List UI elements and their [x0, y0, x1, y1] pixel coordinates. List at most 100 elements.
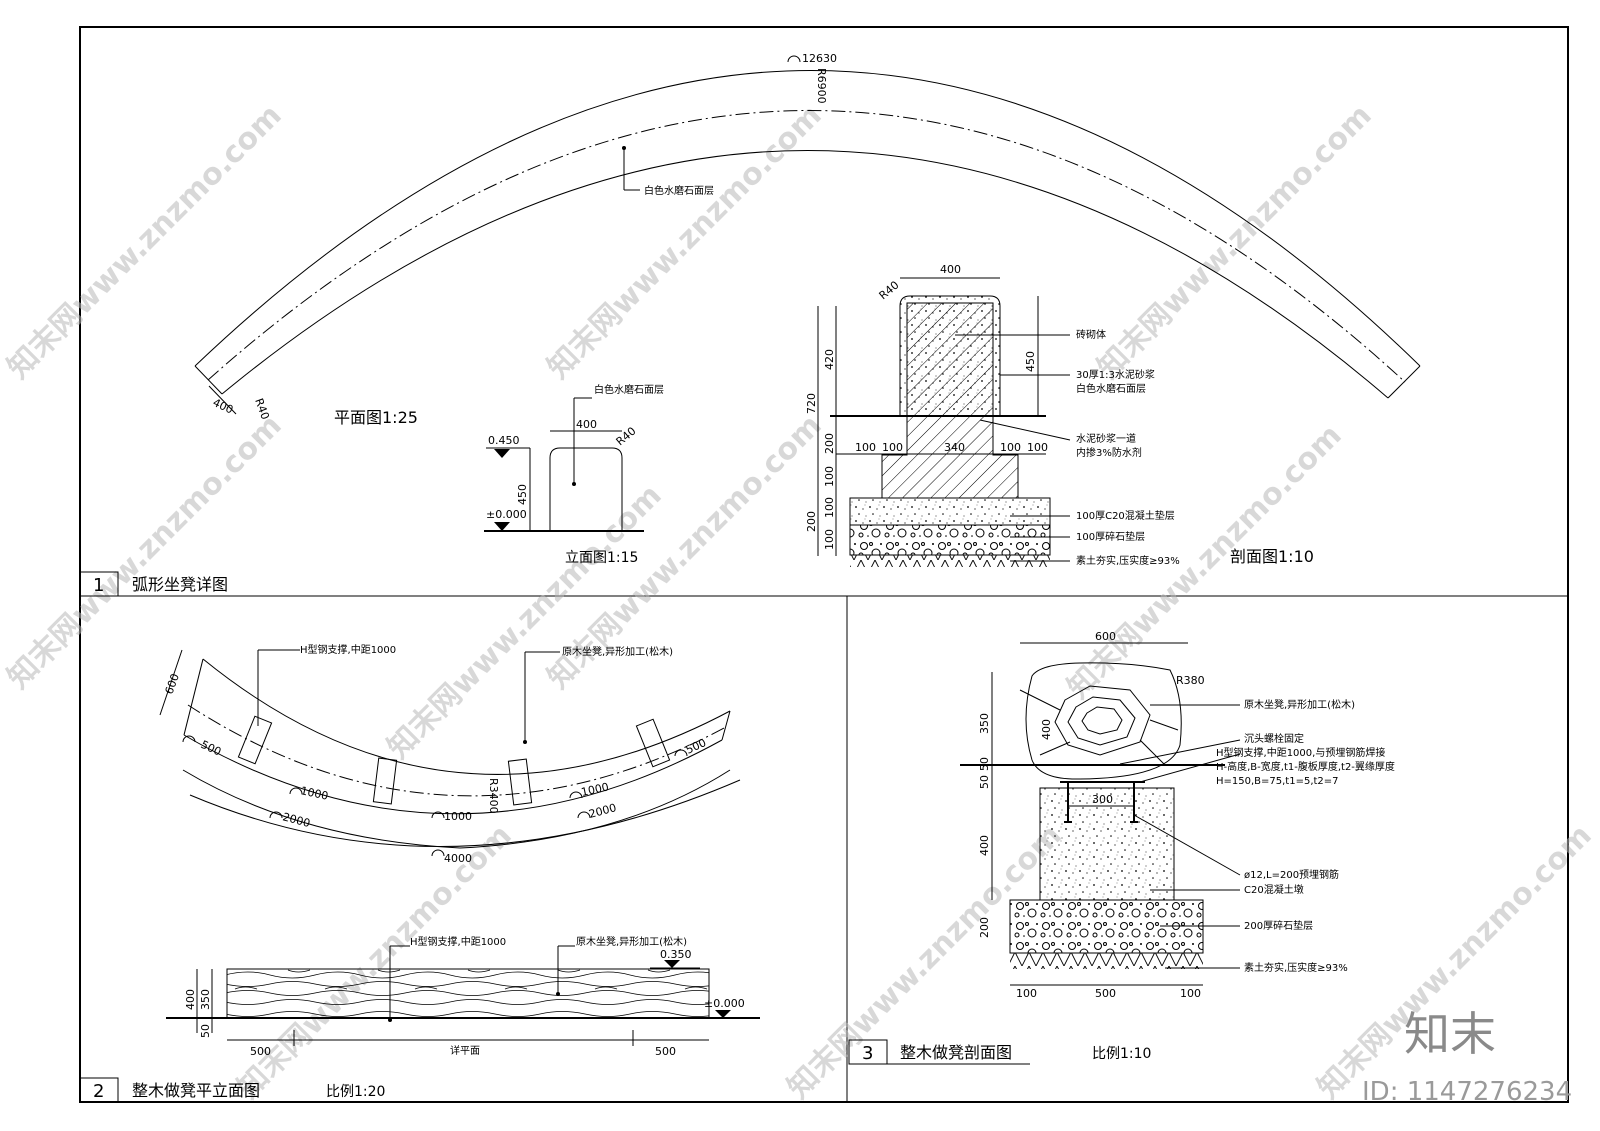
log-plan-dim: 2000: [587, 801, 617, 821]
elevation-ground-level: ±0.000: [486, 508, 527, 521]
log-section-dim: 50: [978, 757, 991, 771]
watermark-text: 知末网www.znzmo.com: [1311, 818, 1599, 1106]
section-base-dim: 100: [1027, 441, 1048, 454]
log-section-note: 原木坐凳,异形加工(松木): [1244, 698, 1355, 711]
plan-material-label: 白色水磨石面层: [644, 184, 714, 197]
log-section-bottom-dim: 100: [1016, 987, 1037, 1000]
section-top-width: 400: [940, 263, 961, 276]
log-section-bottom-dim: 100: [1180, 987, 1201, 1000]
panel-1: 白色水磨石面层 12630 R6900 400 R40 平面图1:25 白色水磨…: [79, 52, 1421, 597]
log-section-radius: R380: [1176, 674, 1205, 687]
section-note: 砖砌体: [1076, 328, 1106, 341]
log-section-note: 素土夯实,压实度≥93%: [1244, 961, 1348, 974]
sheet-border: [79, 26, 1569, 1103]
elevation-top-level: 0.450: [488, 434, 520, 447]
watermark-text: 知末网www.znzmo.com: [1, 98, 289, 386]
plan-caption: 平面图1:25: [334, 408, 418, 427]
watermark-text: 知末网www.znzmo.com: [1, 408, 289, 696]
log-section-note: ø12,L=200预埋钢筋: [1244, 868, 1339, 881]
section-dim-gravel: 100: [823, 529, 836, 550]
panel-2-title: 整木做凳平立面图: [132, 1081, 260, 1100]
section-dim-step: 100: [823, 466, 836, 487]
arc-bench-elevation: 白色水磨石面层 400 R40 450 0.450 ±0.000 立面图1:15: [484, 383, 664, 566]
plan-width-dim: 400: [211, 396, 236, 417]
log-section-pier-width: 300: [1092, 793, 1113, 806]
log-section-dim: 200: [978, 917, 991, 938]
plan-arc-length: 12630: [802, 52, 837, 65]
log-plan-dim: 4000: [444, 852, 472, 865]
panel-3-title: 整木做凳剖面图: [900, 1043, 1012, 1062]
log-bench-elevation: H型钢支撑,中距1000 原木坐凳,异形加工(松木) 0.350 ±0.000 …: [166, 935, 760, 1058]
section-caption: 剖面图1:10: [1230, 547, 1314, 566]
panel-2-scale: 比例1:20: [326, 1084, 385, 1100]
section-note: 素土夯实,压实度≥93%: [1076, 554, 1180, 567]
watermark-text: 知末网www.znzmo.com: [1091, 98, 1379, 386]
section-base-dim: 100: [855, 441, 876, 454]
log-plan-dim: 500: [199, 738, 224, 759]
watermark-text: 知末网www.znzmo.com: [231, 818, 519, 1106]
panel-2: 600 H型钢支撑,中距1000 原木坐凳,异形加工(松木) R3400 500…: [79, 643, 760, 1103]
log-section-note: 200厚碎石垫层: [1244, 919, 1313, 932]
section-dim-base: 200: [805, 511, 818, 532]
log-section-note: C20混凝土墩: [1244, 883, 1304, 896]
log-section-note: H=150,B=75,t1=5,t2=7: [1216, 776, 1339, 787]
section-note: 水泥砂浆一道: [1076, 432, 1136, 445]
log-elevation-top-level: 0.350: [660, 948, 692, 961]
log-elevation-steel-label: H型钢支撑,中距1000: [410, 935, 506, 948]
elevation-material-label: 白色水磨石面层: [594, 383, 664, 396]
section-note: 30厚1:3水泥砂浆: [1076, 368, 1155, 381]
section-dim-seat: 420: [823, 349, 836, 370]
section-note: 内掺3%防水剂: [1076, 446, 1142, 459]
panel-3-number: 3: [862, 1043, 873, 1064]
log-section-dim: 50: [978, 775, 991, 789]
panel-3: 600 R380 350 400 50 50 400 200 300 100 5…: [848, 630, 1395, 1065]
log-elevation-bottom-dim: 500: [250, 1045, 271, 1058]
log-elevation-dim: 400: [184, 989, 197, 1010]
log-bench-section: 600 R380 350 400 50 50 400 200 300 100 5…: [960, 630, 1395, 1000]
section-base-dim: 340: [944, 441, 965, 454]
log-section-note: H型钢支撑,中距1000,与预埋钢筋焊接: [1216, 746, 1385, 759]
section-base-dim: 100: [1000, 441, 1021, 454]
log-plan-wood-label: 原木坐凳,异形加工(松木): [562, 645, 673, 658]
elevation-caption: 立面图1:15: [565, 550, 638, 566]
log-elevation-bottom-dim: 500: [655, 1045, 676, 1058]
section-corner-radius: R40: [877, 278, 902, 302]
section-note: 100厚碎石垫层: [1076, 530, 1145, 543]
log-plan-radius: R3400: [487, 778, 500, 814]
section-base-dim: 100: [882, 441, 903, 454]
log-section-top-width: 600: [1095, 630, 1116, 643]
log-plan-dim: 1000: [444, 810, 472, 823]
panel-3-scale: 比例1:10: [1092, 1046, 1151, 1062]
log-section-bottom-dim: 500: [1095, 987, 1116, 1000]
brand-logo-text: 知末: [1404, 1007, 1496, 1061]
section-dim-concrete: 100: [823, 497, 836, 518]
image-id: ID: 1147276234: [1362, 1077, 1572, 1107]
log-elevation-dim: 350: [199, 989, 212, 1010]
elevation-height-dim: 450: [516, 484, 529, 505]
elevation-corner-radius: R40: [614, 424, 639, 448]
panel-1-number: 1: [93, 575, 104, 596]
section-note: 白色水磨石面层: [1076, 382, 1146, 395]
log-elevation-bottom-dim: 详平面: [450, 1044, 480, 1057]
log-elevation-ground-level: ±0.000: [704, 997, 745, 1010]
log-elevation-wood-label: 原木坐凳,异形加工(松木): [576, 935, 687, 948]
log-section-dim: 350: [978, 713, 991, 734]
watermark-text: 知末网www.znzmo.com: [541, 98, 829, 386]
panel-2-number: 2: [93, 1081, 104, 1102]
log-elevation-dim: 50: [199, 1024, 212, 1038]
plan-radius: R6900: [815, 68, 828, 104]
panel-1-title: 弧形坐凳详图: [132, 575, 228, 594]
log-section-note: H-高度,B-宽度,t1-腹板厚度,t2-翼缘厚度: [1216, 760, 1395, 773]
section-dim-footing: 200: [823, 433, 836, 454]
section-note: 100厚C20混凝土垫层: [1076, 509, 1175, 522]
section-dim-total: 720: [805, 393, 818, 414]
section-dim-right: 450: [1024, 351, 1037, 372]
log-plan-dim: 1000: [580, 780, 610, 799]
log-section-dim: 400: [978, 835, 991, 856]
log-section-note: 沉头螺栓固定: [1244, 732, 1304, 745]
elevation-width-dim: 400: [576, 418, 597, 431]
log-section-dim: 400: [1040, 719, 1053, 740]
log-plan-steel-label: H型钢支撑,中距1000: [300, 643, 396, 656]
watermark-layer: 知末网www.znzmo.com 知末网www.znzmo.com 知末网www…: [1, 98, 1599, 1106]
